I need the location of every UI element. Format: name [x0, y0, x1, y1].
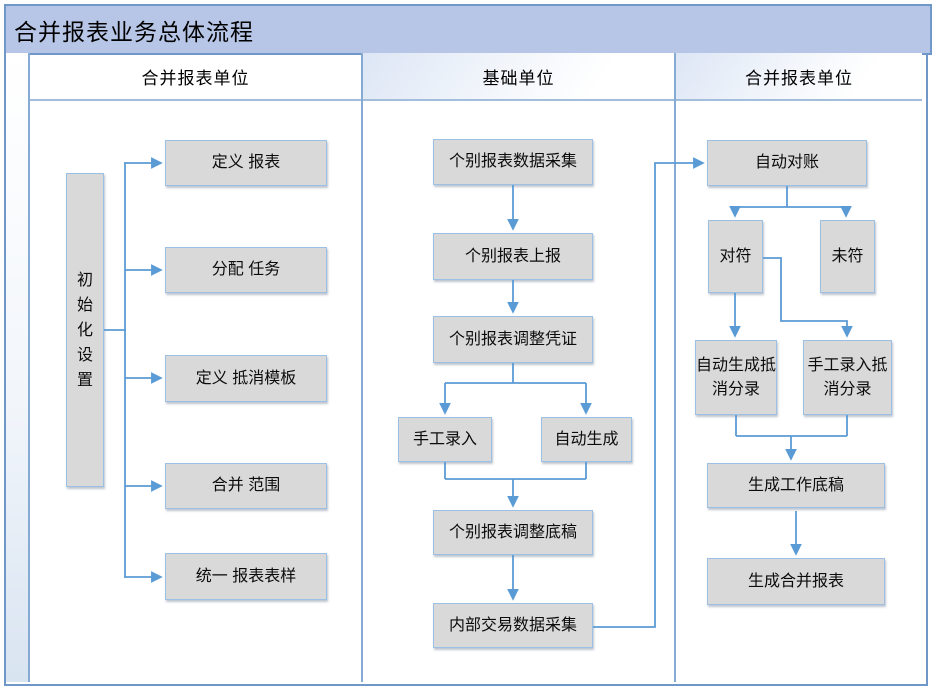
lane-divider-middle-right	[674, 53, 676, 682]
node-individual-report-submit: 个别报表上报	[433, 233, 593, 280]
node-consolidation-scope: 合并 范围	[165, 463, 327, 509]
diagram-title-bar: 合并报表业务总体流程	[4, 4, 932, 55]
node-manual-entry: 手工录入	[398, 417, 492, 462]
diagram-title: 合并报表业务总体流程	[14, 18, 254, 45]
left-gutter	[6, 53, 28, 682]
lane-header-left-label: 合并报表单位	[141, 68, 250, 88]
node-individual-adjust-draft: 个别报表调整底稿	[433, 510, 593, 555]
lane-header-middle: 基础单位	[363, 53, 674, 101]
node-auto-offset-entries: 自动生成抵消分录	[695, 340, 777, 415]
node-assign-task: 分配 任务	[165, 247, 327, 293]
node-individual-data-collect: 个别报表数据采集	[433, 139, 593, 185]
lane-divider-gutter	[28, 53, 30, 682]
lane-header-left: 合并报表单位	[30, 53, 361, 101]
node-init-setup: 初始化设置	[66, 173, 104, 487]
node-unmatched: 未符	[820, 220, 875, 293]
lane-header-right: 合并报表单位	[676, 53, 922, 101]
node-matched: 对符	[708, 220, 763, 293]
lane-header-right-label: 合并报表单位	[745, 68, 853, 88]
node-generate-consolidated-report: 生成合并报表	[707, 558, 885, 605]
node-individual-adjust-voucher: 个别报表调整凭证	[433, 316, 593, 363]
lane-divider-left-middle	[361, 53, 363, 682]
node-generate-working-paper: 生成工作底稿	[707, 463, 885, 508]
node-manual-offset-entries: 手工录入抵消分录	[803, 340, 892, 415]
node-auto-reconciliation: 自动对账	[707, 140, 867, 186]
lane-header-middle-label: 基础单位	[482, 68, 555, 88]
node-define-report: 定义 报表	[165, 140, 327, 186]
node-define-offset-template: 定义 抵消模板	[165, 355, 327, 402]
node-auto-generate: 自动生成	[541, 417, 632, 462]
node-internal-transaction-collect: 内部交易数据采集	[433, 603, 593, 648]
node-unify-report-style: 统一 报表表样	[165, 553, 327, 600]
